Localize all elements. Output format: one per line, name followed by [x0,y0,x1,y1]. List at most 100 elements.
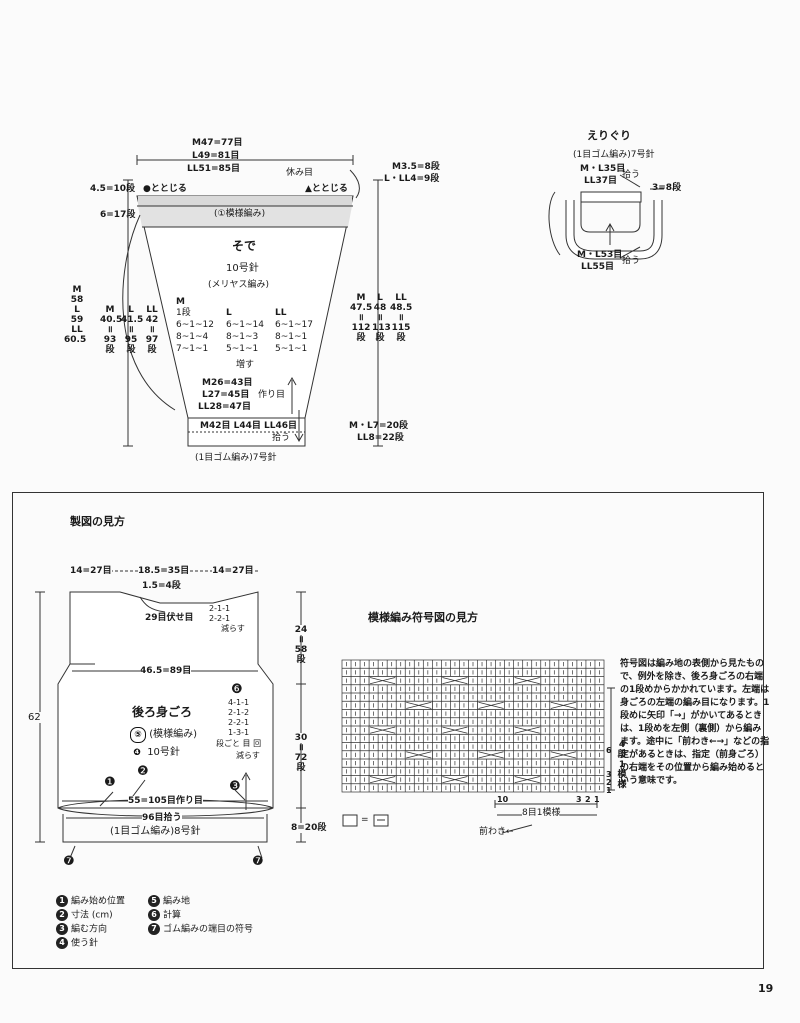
rib-right-ll: LL8=22段 [357,433,404,443]
neckband-bottom-ll: LL55目 [581,262,614,272]
sleeve-right-l: L・LL4=9段 [384,174,440,184]
guide-bind-off: 29目伏せ目 [145,613,194,623]
cable-cross-mark [514,776,540,784]
cuff-l: L27=45目 [202,390,250,400]
cable-cross-mark [514,677,540,685]
mark-1: ❶ [104,775,116,790]
chart-key-equals: = [361,815,369,825]
rib-right-ml: M・L7=20段 [349,421,409,431]
cuff-m: M26=43目 [202,378,253,388]
sleeve-stitch: (メリヤス編み) [208,280,270,290]
cable-cross-mark [370,677,396,685]
sleeve-pick: 拾う [272,433,291,443]
sleeve-rib-label: (1目ゴム編み)7号針 [195,453,277,463]
cable-cross-mark [406,751,432,759]
cable-cross-mark [370,776,396,784]
mark-4: ❹ [133,748,141,758]
guide-cast-on: 55=105目作り目 [128,796,203,806]
guide-width-right: 14=27目 [212,566,254,576]
guide-total-height: 62 [28,712,41,723]
sleeve-left-pickup: 4.5=10段 [90,184,136,194]
guide-arm-4: 1-3-1 [228,728,250,737]
mark-6: ❻ [231,682,243,697]
neckband-side: 3=8段 [652,183,682,193]
increase-m-3: 8~1~4 [176,332,209,342]
mark-7-left: ❼ [63,854,75,869]
guide-dec-2: 2-2-1 [209,614,231,623]
sleeve-title: そで [232,239,257,253]
guide-body-title: 後ろ身ごろ [132,705,193,719]
guide-body-stitch: ⑤ (模様編み) [130,727,197,743]
guide-body-needle: ❹ 10号針 [130,746,180,760]
cable-cross-mark [550,751,576,759]
chart-row-1: 1 [606,786,612,795]
increase-l-4: 5~1~1 [226,344,259,354]
guide-rib: (1目ゴム編み)8号針 [110,826,201,837]
chart-col-10: 10 [497,795,509,804]
guide-width-mid: 18.5=35目 [138,566,190,576]
increase-ll-3: 8~1~1 [275,332,308,342]
increase-m-1: 1段 [176,308,191,318]
chart-col-3: 3 [576,795,582,804]
cable-cross-mark [442,677,468,685]
page-number: 19 [758,982,774,995]
cable-cross-mark [514,726,540,734]
guide-width-left: 14=27目 [70,566,112,576]
neckband-subtitle: (1目ゴム編み)7号針 [573,150,655,160]
mark-3: ❸ [229,779,241,794]
guide-arm-3: 2-2-1 [228,718,250,727]
sleeve-needle: 10号針 [226,263,259,274]
cable-cross-mark [478,751,504,759]
cable-cross-mark [550,701,576,709]
increase-header-m: M [176,297,185,307]
increase-l-3: 8~1~3 [226,332,259,342]
increase-label: 増す [236,360,255,370]
sleeve-bottom-stitches: M42目 L44目 LL46目 [200,421,298,431]
neckband-pick-bottom: 拾う [622,256,641,266]
cuff-make: 作り目 [258,390,286,400]
sleeve-top-l: L49=81目 [192,151,240,161]
chart-row-6: 6 [606,746,612,755]
sleeve-join-left: ●ととじる [143,184,187,194]
increase-header-l: L [226,308,232,318]
guide-heading: 製図の見方 [70,515,125,528]
sleeve-top-m: M47=77目 [192,138,243,148]
sleeve-pattern-band: (①模様編み) [214,209,266,219]
increase-ll-2: 6~1~17 [275,320,313,330]
neckband-pick-top: 拾う [622,170,641,180]
chart-col-2: 2 [585,795,591,804]
guide-arm-6: 減らす [236,751,260,760]
guide-neck-depth: 1.5=4段 [142,581,181,591]
guide-width: 46.5=89目 [140,666,192,676]
sleeve-right-m: M3.5=8段 [392,162,440,172]
sleeve-left-6: 6=17段 [100,210,136,220]
increase-m-4: 7~1~1 [176,344,209,354]
cable-cross-mark [370,726,396,734]
sleeve-top-ll: LL51=85目 [187,164,241,174]
cuff-ll: LL28=47目 [198,402,252,412]
guide-arm-1: 4-1-1 [228,698,250,707]
neckband-title: えりぐり [587,129,631,142]
cable-cross-mark [442,776,468,784]
sleeve-rest-stitches: 休み目 [286,168,314,178]
guide-rib-height: 8=20段 [291,823,327,833]
chart-repeat-horizontal: 8目1模様 [522,808,561,818]
neckband-top-ml: M・L35目 [580,164,626,174]
drafting-guide-panel [12,492,764,969]
